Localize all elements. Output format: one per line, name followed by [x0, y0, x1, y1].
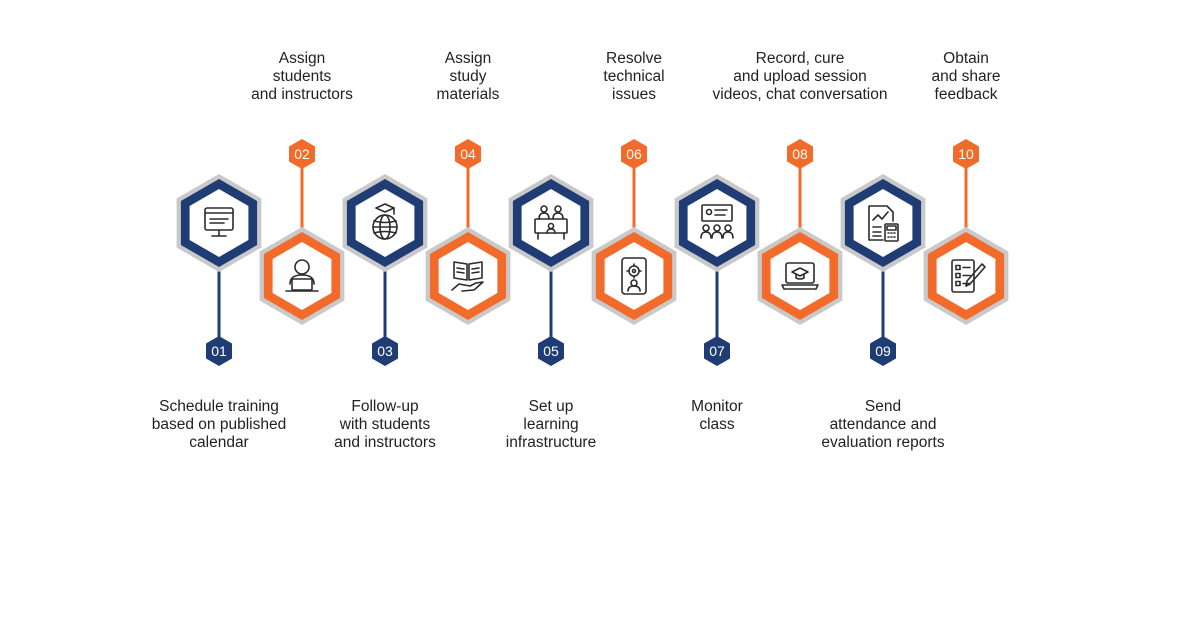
step-badge-09: 09 — [870, 336, 896, 366]
step-label-line: Set up — [528, 398, 574, 415]
step-badge-03: 03 — [372, 336, 398, 366]
step-node-09 — [840, 174, 926, 272]
badge-hexagon — [870, 336, 896, 366]
step-badge-06: 06 — [621, 139, 647, 169]
badge-hexagon — [704, 336, 730, 366]
step-label-line: technical — [603, 68, 665, 85]
step-number: 03 — [377, 343, 393, 359]
presentation-audience-icon — [700, 204, 734, 239]
step-number: 10 — [958, 146, 974, 162]
step-label-line: Assign — [444, 50, 492, 67]
step-number: 06 — [626, 146, 642, 162]
step-label-line: Record, cure — [755, 50, 845, 67]
open-book-hand-icon — [451, 261, 484, 292]
step-node-06 — [591, 227, 677, 325]
step-node-02 — [259, 227, 345, 325]
step-label-line: with students — [339, 416, 431, 433]
step-badge-01: 01 — [206, 336, 232, 366]
step-label-line: Send — [864, 398, 902, 415]
step-label-line: Monitor — [691, 398, 743, 415]
badge-hexagon — [538, 336, 564, 366]
step-badges: 01 02 03 04 05 06 07 08 09 10 — [206, 139, 979, 366]
badge-hexagon — [206, 336, 232, 366]
computer-screen-icon — [204, 207, 234, 237]
step-label-line: feedback — [934, 86, 998, 103]
step-label-line: issues — [612, 86, 656, 103]
checklist-pen-icon — [951, 259, 986, 293]
laptop-graduation-cap-icon — [781, 262, 819, 290]
step-badge-08: 08 — [787, 139, 813, 169]
step-badge-04: 04 — [455, 139, 481, 169]
step-label-line: students — [272, 68, 332, 85]
report-calculator-icon — [868, 205, 899, 242]
step-node-03 — [342, 174, 428, 272]
step-badge-05: 05 — [538, 336, 564, 366]
step-label-line: and share — [931, 68, 1001, 85]
step-label-line: calendar — [189, 434, 249, 451]
step-number: 02 — [294, 146, 310, 162]
step-node-01 — [176, 174, 262, 272]
hexagon-inner-04 — [438, 242, 498, 310]
step-node-07 — [674, 174, 760, 272]
step-label-line: and instructors — [334, 434, 436, 451]
tablet-gear-icon — [621, 257, 647, 295]
step-label-line: evaluation reports — [821, 434, 945, 451]
step-label-line: class — [699, 416, 735, 433]
step-number: 04 — [460, 146, 476, 162]
badge-hexagon — [787, 139, 813, 169]
hexagon-inner-02 — [272, 242, 332, 310]
badge-hexagon — [289, 139, 315, 169]
hexagon-nodes — [176, 174, 1009, 325]
person-laptop-icon — [285, 259, 319, 292]
badge-hexagon — [953, 139, 979, 169]
step-number: 09 — [875, 343, 891, 359]
step-node-10 — [923, 227, 1009, 325]
classroom-icon — [534, 205, 568, 240]
step-node-08 — [757, 227, 843, 325]
step-label-line: Obtain — [943, 50, 989, 67]
step-label-line: Schedule training — [159, 398, 279, 415]
step-label-line: Resolve — [606, 50, 662, 67]
globe-graduation-cap-icon — [372, 203, 398, 240]
badge-hexagon — [621, 139, 647, 169]
step-number: 01 — [211, 343, 227, 359]
step-badge-10: 10 — [953, 139, 979, 169]
step-label-line: and instructors — [251, 86, 353, 103]
step-label-line: attendance and — [829, 416, 937, 433]
step-label-line: study — [449, 68, 487, 85]
step-label-line: based on published — [151, 416, 287, 433]
badge-hexagon — [372, 336, 398, 366]
step-label-line: infrastructure — [505, 434, 597, 451]
step-label-line: Assign — [278, 50, 326, 67]
step-badge-07: 07 — [704, 336, 730, 366]
step-number: 05 — [543, 343, 559, 359]
badge-hexagon — [455, 139, 481, 169]
step-node-05 — [508, 174, 594, 272]
step-label-line: videos, chat conversation — [712, 86, 888, 103]
step-badge-02: 02 — [289, 139, 315, 169]
step-node-04 — [425, 227, 511, 325]
step-number: 07 — [709, 343, 725, 359]
step-label-line: Follow-up — [351, 398, 419, 415]
step-label-line: and upload session — [733, 68, 867, 85]
step-number: 08 — [792, 146, 808, 162]
step-label-line: learning — [523, 416, 579, 433]
step-label-line: materials — [436, 86, 500, 103]
